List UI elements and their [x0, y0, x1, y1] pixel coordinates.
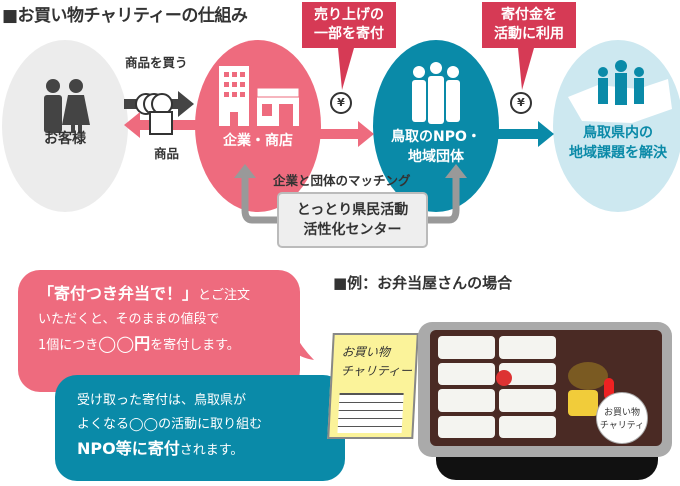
npo-label-2: 地域団体: [408, 149, 464, 165]
shop-label: 企業・商店: [223, 133, 293, 149]
group-people-icon: [412, 62, 460, 124]
goal-node: 鳥取県内の 地域課題を解決: [553, 40, 680, 212]
bubble-text: 受け取った寄付は、鳥取県が: [77, 393, 247, 408]
shop-building-icon: [219, 66, 300, 126]
bubble-text: いただくと、そのままの値段で: [38, 312, 220, 327]
customer-label: お客様: [44, 131, 86, 147]
bubble-tail: [292, 330, 314, 360]
shopping-bag-icon: [149, 111, 173, 135]
example-heading: ■例：お弁当屋さんの場合: [333, 274, 513, 292]
buy-label: 商品を買う: [125, 55, 188, 70]
use-callout: 寄付金を 活動に利用: [482, 2, 576, 48]
bubble-text: されます。: [179, 443, 244, 458]
page-title: ■お買い物チャリティーの仕組み: [2, 6, 248, 26]
bubble-text: を寄付します。: [150, 338, 240, 353]
goal-label-1: 鳥取県内の: [583, 125, 653, 141]
yen-coin-icon: ¥: [330, 92, 352, 114]
tottori-map-people-icon: [568, 60, 672, 123]
goods-label: 商品: [154, 146, 180, 161]
customer-node: お客様: [2, 40, 128, 212]
sticker-text-2: チャリティ: [599, 421, 645, 431]
donate-callout: 売り上げの 一部を寄付: [302, 2, 396, 48]
bubble-strong-text: NPO等に寄付: [77, 439, 180, 458]
donate-callout-line1: 売り上げの: [314, 7, 384, 23]
npo-node: 鳥取のNPO・ 地域団体: [373, 40, 499, 212]
teal-speech-bubble: 受け取った寄付は、鳥取県が よくなる◯◯の活動に取り組む NPO等に寄付されます…: [55, 375, 345, 481]
bubble-text: とご注文: [198, 288, 251, 303]
center-line1: とっとり県民活動: [296, 202, 409, 218]
use-callout-line1: 寄付金を: [501, 7, 557, 23]
donation-arrow: [320, 121, 374, 147]
support-center-box: とっとり県民活動 活性化センター: [277, 192, 428, 248]
npo-label-1: 鳥取のNPO・: [391, 129, 481, 145]
bubble-text: よくなる◯◯の活動に取り組む: [77, 417, 263, 432]
goods-arrow: [124, 111, 196, 138]
bubble-strong-text: 「寄付つき弁当で！」: [38, 284, 199, 303]
funding-arrow: [498, 121, 554, 147]
sign-text-1: お買い物: [341, 345, 391, 359]
yen-coin-icon: ¥: [510, 92, 532, 114]
pink-speech-bubble: 「寄付つき弁当で！」とご注文 いただくと、そのままの値段で 1個につき◯◯円を寄…: [18, 270, 300, 392]
center-line2: 活性化センター: [303, 222, 402, 238]
matching-arrows: [234, 164, 467, 224]
charity-sign: お買い物 チャリティー: [327, 333, 419, 439]
charity-sticker: お買い物 チャリティ: [596, 392, 648, 444]
sign-lines: [337, 393, 404, 433]
goal-label-2: 地域課題を解決: [569, 145, 667, 161]
customers-icon: [44, 79, 90, 133]
matching-label: 企業と団体のマッチング: [273, 173, 411, 188]
sticker-text-1: お買い物: [603, 408, 640, 418]
bento-box-illustration: お買い物 チャリティ: [418, 322, 672, 480]
sign-text-2: チャリティー: [340, 364, 413, 378]
callout-tail: [338, 48, 354, 90]
callout-tail: [518, 48, 534, 90]
bubble-amount: ◯◯円: [98, 334, 151, 353]
bubble-text: 1個につき: [38, 338, 99, 353]
shop-node: 企業・商店: [195, 40, 321, 212]
donate-callout-line2: 一部を寄付: [314, 26, 384, 42]
use-callout-line2: 活動に利用: [494, 26, 564, 42]
